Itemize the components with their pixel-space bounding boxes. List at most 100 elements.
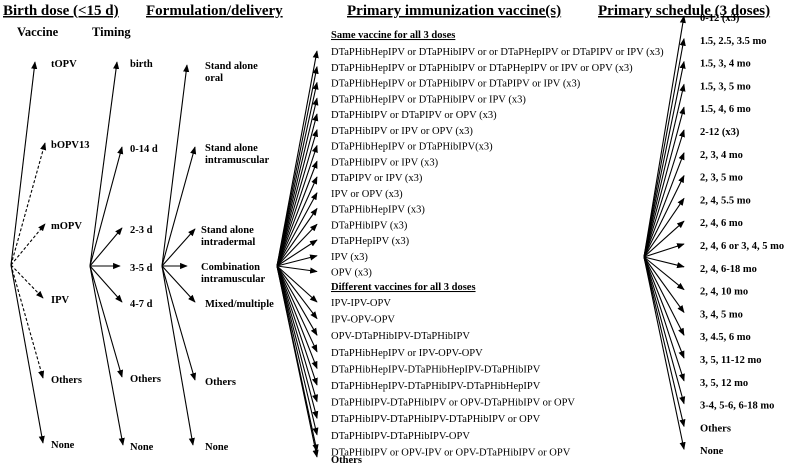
birth-vaccine-arrow	[10, 142, 47, 266]
primary-vaccine-arrow	[276, 144, 318, 267]
primary-vaccine-arrow	[276, 265, 318, 386]
birth-vaccine-label: bOPV13	[51, 140, 90, 151]
birth-vaccine-arrow	[10, 264, 45, 444]
primary-vaccine-others: Others	[331, 455, 362, 466]
timing-arrow	[89, 265, 125, 446]
primary-vaccine-label: DTaPHibHepIPV (x3)	[331, 205, 425, 216]
schedule-arrow	[643, 256, 686, 450]
birth-vaccine-arrow	[10, 264, 45, 379]
schedule-label: 3, 4.5, 6 mo	[700, 332, 751, 343]
schedule-label: 2, 4, 10 mo	[700, 287, 748, 298]
formulation-label: Stand alone	[201, 225, 254, 236]
formulation-arrow	[161, 265, 195, 446]
schedule-label: 3-4, 5-6, 6-18 mo	[700, 401, 774, 412]
birth-vaccine-label: None	[51, 440, 75, 451]
subheader-vaccine: Vaccine	[17, 25, 59, 39]
primary-vaccine-arrow	[276, 113, 319, 267]
schedule-arrow	[643, 15, 686, 258]
primary-vaccine-arrow	[276, 239, 318, 267]
primary-vaccine-arrow	[276, 254, 318, 267]
formulation-label: oral	[205, 73, 223, 84]
formulation-arrow	[161, 265, 197, 381]
primary-vaccine-arrow	[276, 265, 318, 353]
formulation-label: Combination	[201, 262, 260, 273]
schedule-label: 2, 4, 6 or 3, 4, 5 mo	[700, 241, 784, 252]
formulation-arrow	[161, 228, 196, 267]
primary-vaccine-arrow	[276, 207, 318, 267]
primary-vaccine-arrow	[276, 97, 319, 267]
timing-label: 4-7 d	[130, 299, 153, 310]
primary-vaccine-label: DTaPHibIPV or IPV or OPV (x3)	[331, 126, 473, 137]
schedule-arrow	[643, 83, 686, 258]
timing-label: 2-3 d	[130, 225, 153, 236]
schedule-arrow	[643, 243, 685, 258]
formulation-arrow	[161, 265, 196, 303]
primary-vaccine-label: DTaPHibIPV-DTaPHibIPV or OPV-DTaPHibIPV …	[331, 398, 575, 409]
primary-vaccine-label: DTaPHibIPV or OPV-IPV or OPV-DTaPHibIPV …	[331, 447, 571, 458]
schedule-arrow	[643, 197, 685, 258]
header-birth-dose: Birth dose (<15 d)	[3, 3, 119, 19]
birth-vaccine-arrow	[10, 61, 38, 266]
formulation-label: Stand alone	[205, 61, 258, 72]
timing-arrow	[89, 265, 123, 303]
schedule-label: 2, 3, 4 mo	[700, 150, 743, 161]
timing-arrow	[89, 146, 124, 267]
primary-vaccine-arrow	[276, 192, 318, 267]
schedule-label: 3, 4, 5 mo	[700, 309, 743, 320]
formulation-label: Stand alone	[205, 143, 258, 154]
formulation-arrow	[161, 64, 190, 267]
primary-vaccine-label: OPV (x3)	[331, 268, 372, 279]
timing-label: 3-5 d	[130, 263, 153, 274]
schedule-label: 2, 4, 6-18 mo	[700, 264, 757, 275]
formulation-label: intramuscular	[201, 274, 266, 285]
schedule-label: 2, 3, 5 mo	[700, 173, 743, 184]
birth-vaccine-arrow	[10, 223, 46, 266]
schedule-label: 3, 5, 12 mo	[700, 378, 748, 389]
timing-arrow	[89, 227, 123, 267]
primary-vaccine-arrow	[276, 265, 319, 419]
primary-vaccine-label: IPV-OPV-OPV	[331, 315, 395, 326]
birth-vaccine-label: IPV	[51, 295, 70, 306]
primary-vaccine-label: DTaPHibHepIPV or DTaPHibIPV(x3)	[331, 142, 493, 153]
primary-vaccine-label: DTaPHibHepIPV-DTaPHibHepIPV-DTaPHibIPV	[331, 364, 541, 375]
timing-label: None	[130, 442, 154, 453]
primary-vaccine-label: DTaPHibHepIPV or DTaPHibIPV or IPV (x3)	[331, 94, 526, 105]
schedule-arrow	[643, 256, 685, 291]
primary-vaccine-arrow	[276, 265, 318, 370]
header-formulation: Formulation/delivery	[146, 3, 283, 19]
same-vaccine-header: Same vaccine for all 3 doses	[331, 30, 455, 41]
formulation-label: Mixed/multiple	[205, 299, 274, 310]
schedule-arrow	[643, 60, 686, 258]
schedule-arrow	[643, 256, 686, 428]
primary-vaccine-arrow	[276, 265, 319, 436]
timing-arrow	[89, 265, 124, 378]
formulation-label: intradermal	[201, 237, 255, 248]
birth-vaccine-arrow	[10, 264, 44, 299]
primary-vaccine-label: DTaPHibHepIPV or IPV-OPV-OPV	[331, 348, 483, 359]
schedule-arrow	[643, 152, 685, 258]
timing-arrow	[89, 61, 120, 267]
subheader-timing: Timing	[92, 25, 131, 39]
formulation-label: Others	[205, 377, 236, 388]
primary-vaccine-label: DTaPHibIPV (x3)	[331, 220, 408, 231]
schedule-label: 1.5, 4, 6 mo	[700, 104, 751, 115]
schedule-arrow	[643, 174, 685, 258]
schedule-label: 1.5, 3, 5 mo	[700, 81, 751, 92]
schedule-label: None	[700, 446, 724, 457]
schedule-label: Others	[700, 423, 731, 434]
schedule-arrow	[643, 220, 685, 258]
primary-vaccine-label: OPV-DTaPHibIPV-DTaPHibIPV	[331, 331, 470, 342]
timing-label: Others	[130, 374, 161, 385]
schedule-arrow	[643, 129, 685, 258]
timing-label: birth	[130, 59, 153, 70]
primary-vaccine-label: DTaPHibHepIPV or DTaPHibIPV or DTaPHepIP…	[331, 63, 633, 74]
primary-vaccine-label: IPV (x3)	[331, 252, 368, 263]
schedule-label: 2-12 (x3)	[700, 127, 740, 138]
birth-vaccine-label: tOPV	[51, 59, 77, 70]
primary-vaccine-arrow	[276, 265, 318, 336]
primary-vaccine-label: DTaPHibHepIPV or DTaPHibIPV or or DTaPHe…	[331, 47, 664, 58]
primary-vaccine-arrow	[276, 265, 318, 274]
primary-vaccine-label: DTaPHibIPV-DTaPHibIPV-OPV	[331, 431, 470, 442]
schedule-arrow	[643, 256, 685, 359]
